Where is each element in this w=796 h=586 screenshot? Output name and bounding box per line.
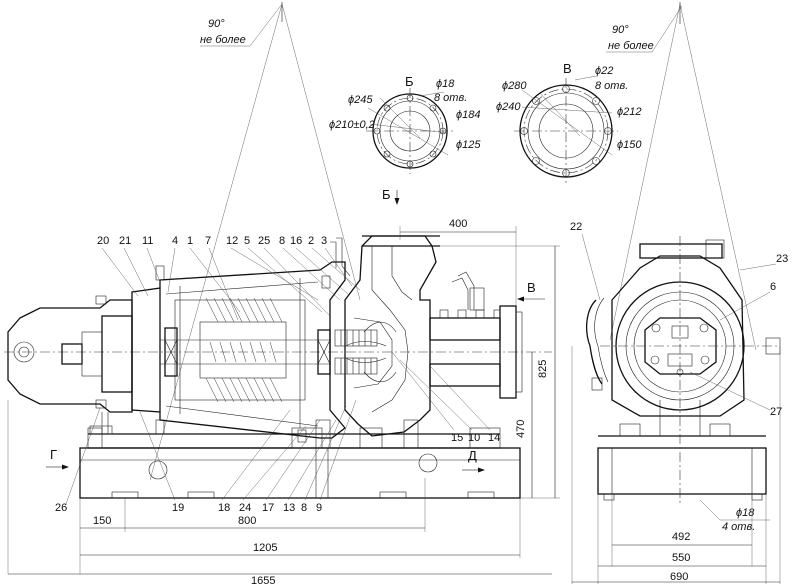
flange-view-b: Б ϕ245 ϕ210±0,2 ϕ18 8 отв. ϕ184 ϕ125 (329, 74, 481, 174)
flange-v-outer-diameter: ϕ280 (502, 80, 527, 92)
dim-690: 690 (670, 571, 688, 583)
flange-b-hole-diameter: ϕ18 (436, 78, 455, 90)
part-number: 7 (205, 235, 211, 247)
part-number: 18 (218, 502, 230, 514)
part-number: 10 (468, 432, 480, 444)
part-number: 13 (283, 502, 295, 514)
part-number: 12 (226, 235, 238, 247)
dim-400: 400 (449, 218, 467, 230)
part-number: 22 (570, 221, 582, 233)
flange-v-hole-diameter: ϕ22 (595, 65, 613, 77)
end-hole-diameter: ϕ18 (736, 507, 755, 519)
dim-150: 150 (93, 515, 111, 527)
part-number: 1 (187, 235, 193, 247)
flange-v-letter: В (563, 61, 572, 76)
dim-825: 825 (537, 360, 549, 378)
right-angle-value: 90° (612, 24, 629, 36)
right-angle-qualifier: не более (608, 40, 654, 52)
view-arrow-g-label: Г (50, 447, 57, 462)
dim-1205: 1205 (253, 542, 277, 554)
flange-b-d125: ϕ125 (456, 139, 481, 151)
flange-view-v: В ϕ280 ϕ240 ϕ22 8 отв. ϕ212 ϕ150 (496, 61, 642, 184)
part-number: 8 (301, 502, 307, 514)
left-angle-qualifier: не более (200, 34, 246, 46)
end-hole-count: 4 отв. (722, 521, 755, 533)
part-number: 11 (142, 235, 153, 247)
part-number: 25 (258, 235, 270, 247)
seal-pack (334, 329, 378, 375)
part-number: 20 (97, 235, 109, 247)
part-number: 23 (776, 253, 788, 265)
part-callouts-top: 20 21 11 4 1 7 12 5 25 8 16 2 3 (97, 235, 361, 321)
dim-1655: 1655 (251, 575, 275, 586)
flange-b-d184: ϕ184 (456, 109, 480, 121)
stator-hatch (205, 297, 283, 403)
flange-v-d150: ϕ150 (617, 139, 642, 151)
part-number: 16 (290, 235, 302, 247)
part-number: 24 (239, 502, 251, 514)
left-angle-value: 90° (208, 18, 225, 30)
part-number: 3 (321, 235, 327, 247)
left-angle-note: 90° не более (149, 2, 361, 481)
front-view (4, 235, 552, 499)
view-arrow-d: Д (462, 448, 485, 473)
part-number: 17 (262, 502, 274, 514)
dim-470: 470 (515, 420, 527, 438)
view-arrow-d-label: Д (468, 448, 477, 463)
part-number: 6 (770, 281, 776, 293)
view-arrow-v-label: В (527, 280, 536, 295)
right-angle-note: 90° не более (606, 2, 757, 351)
part-number: 26 (55, 502, 67, 514)
part-number: 4 (172, 235, 178, 247)
part-callouts-bottom: 26 19 18 24 17 13 8 9 15 10 14 (55, 351, 500, 514)
flange-b-letter: Б (405, 74, 414, 89)
part-number: 15 (451, 432, 463, 444)
part-number: 14 (488, 432, 500, 444)
flange-b-outer-diameter: ϕ245 (348, 94, 373, 106)
part-number: 27 (770, 406, 782, 418)
flange-v-hole-count: 8 отв. (595, 80, 628, 92)
part-number: 5 (244, 235, 250, 247)
view-arrow-b: Б (382, 187, 400, 205)
flange-v-d212: ϕ212 (617, 106, 641, 118)
part-number: 8 (279, 235, 285, 247)
part-number: 9 (316, 502, 322, 514)
end-view: 22 23 6 27 (570, 221, 788, 504)
part-number: 21 (119, 235, 131, 247)
view-arrow-b-label: Б (382, 187, 391, 202)
flange-v-bolt-circle: ϕ240 (496, 101, 521, 113)
part-number: 2 (308, 235, 314, 247)
part-number: 19 (172, 502, 184, 514)
dim-492: 492 (672, 531, 690, 543)
flange-b-bolt-circle: ϕ210±0,2 (329, 119, 375, 131)
flange-b-hole-count: 8 отв. (434, 92, 467, 104)
dim-800: 800 (238, 515, 256, 527)
dim-550: 550 (672, 552, 690, 564)
view-arrow-g: Г (46, 447, 69, 470)
view-arrow-v: В (517, 280, 545, 302)
front-dimensions: 400 825 470 150 800 1205 1655 (7, 218, 560, 586)
end-dimensions: ϕ18 4 отв. 492 550 690 (571, 346, 781, 584)
